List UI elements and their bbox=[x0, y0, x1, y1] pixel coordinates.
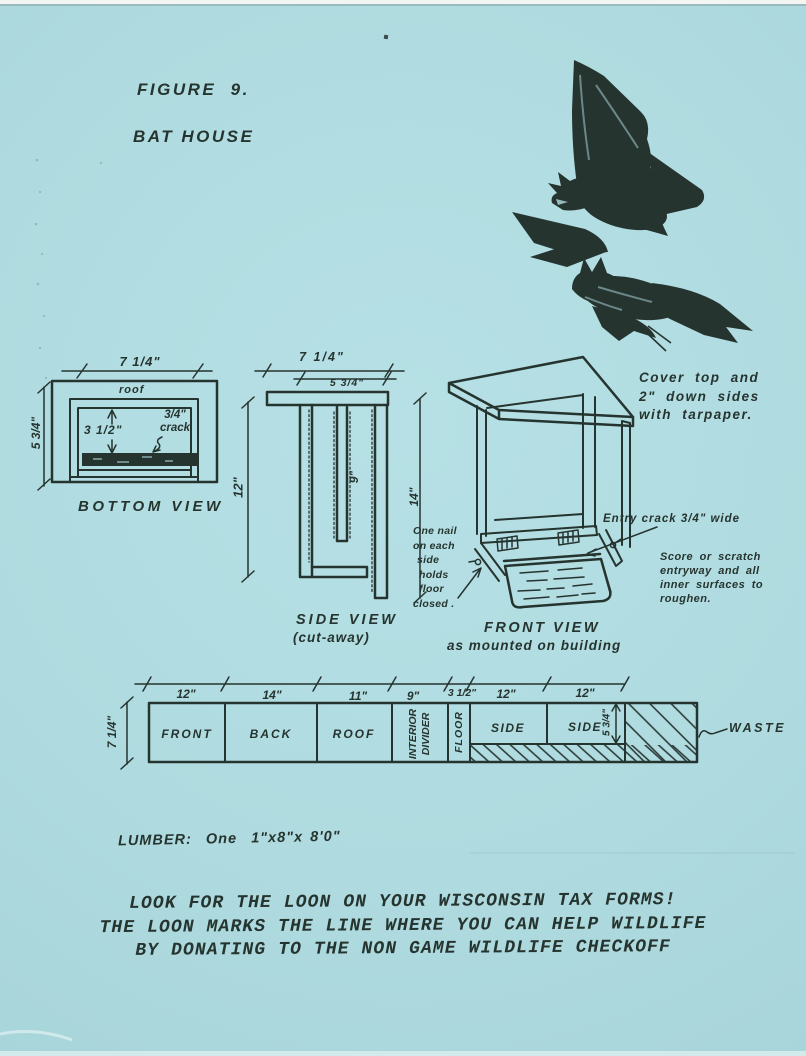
crack-note-line1: 3/4" bbox=[164, 409, 186, 421]
crack-note-line2: crack bbox=[159, 422, 191, 434]
cut-dim-divider: 9" bbox=[406, 689, 420, 703]
side-view-inner-width-dim: 5 3/4" bbox=[329, 377, 365, 389]
figure-number: FIGURE 9. bbox=[137, 80, 250, 99]
score-note-line: entryway and all bbox=[660, 565, 760, 577]
front-view-height-dim: 14" bbox=[407, 487, 421, 507]
nail-note-line: on each bbox=[413, 539, 455, 552]
nail-note-line: holds bbox=[419, 568, 449, 581]
cut-dim-floor: 3 1/2" bbox=[447, 687, 477, 699]
cut-label-side1: SIDE bbox=[490, 721, 525, 735]
cut-dim-back: 14" bbox=[262, 688, 282, 702]
nail-note-line: floor bbox=[419, 583, 444, 596]
cut-label-back: BACK bbox=[249, 727, 293, 741]
interior-divider-line: DIVIDER bbox=[420, 712, 432, 756]
front-view-nail-note: One nail on each side holds floor closed… bbox=[413, 524, 457, 612]
score-note-line: roughen. bbox=[660, 593, 712, 605]
waste-label: WASTE bbox=[729, 721, 786, 735]
side-view-sublabel: (cut-away) bbox=[293, 630, 370, 645]
score-note-line: inner surfaces to bbox=[660, 579, 764, 591]
bottom-view-drawing bbox=[37, 363, 219, 491]
side-view-label: SIDE VIEW bbox=[296, 612, 398, 628]
side-view-drawing bbox=[241, 363, 405, 600]
cut-label-side2: SIDE bbox=[567, 720, 602, 734]
tarpaper-note-line: Cover top and bbox=[639, 370, 760, 385]
nail-note-line: side bbox=[417, 554, 440, 567]
bottom-view-gap-dim: 3 1/2" bbox=[84, 423, 123, 437]
entry-crack-note: Entry crack 3/4" wide bbox=[603, 513, 741, 525]
bottom-view-crack-note: 3/4" crack bbox=[151, 409, 199, 435]
cut-label-floor: FLOOR bbox=[453, 711, 465, 753]
front-view-drawing bbox=[413, 355, 658, 609]
tarpaper-note-line: with tarpaper. bbox=[639, 407, 753, 422]
cut-dim-side2: 12" bbox=[575, 686, 595, 700]
cut-label-roof: ROOF bbox=[332, 727, 376, 741]
cut-dim-side1: 12" bbox=[496, 687, 516, 701]
side-view-outer-width-dim: 7 1/4" bbox=[299, 350, 345, 364]
score-note-line: Score or scratch bbox=[660, 551, 761, 563]
side-view-height-dim: 12" bbox=[230, 477, 246, 498]
front-view-label: FRONT VIEW bbox=[484, 620, 601, 636]
tarpaper-note-line: 2" down sides bbox=[639, 388, 760, 404]
cut-board-height-dim: 7 1/4" bbox=[105, 715, 119, 749]
bottom-view-roof-label: roof bbox=[119, 384, 145, 396]
cut-label-front: FRONT bbox=[161, 727, 213, 741]
tarpaper-note: Cover top and 2" down sides with tarpape… bbox=[639, 369, 760, 425]
nail-note-line: closed . bbox=[413, 597, 455, 610]
score-note: Score or scratch entryway and all inner … bbox=[660, 550, 763, 606]
front-view-sublabel: as mounted on building bbox=[447, 638, 622, 653]
bottom-view-label: BOTTOM VIEW bbox=[78, 498, 224, 515]
interior-divider-line: INTERIOR bbox=[407, 708, 419, 760]
bottom-view-height-dim: 5 3/4" bbox=[29, 416, 43, 450]
figure-title: BAT HOUSE bbox=[133, 127, 255, 146]
footer-text: LOOK FOR THE LOON ON YOUR WISCONSIN TAX … bbox=[0, 888, 806, 964]
side-view-divider-dim: 9" bbox=[347, 470, 361, 484]
nail-note-line: One nail bbox=[413, 525, 457, 537]
cut-dim-front: 12" bbox=[176, 687, 196, 701]
cutting-diagram-drawing bbox=[120, 676, 728, 770]
bottom-view-width-dim: 7 1/4" bbox=[119, 354, 161, 369]
cut-side-height-dim: 5 3/4" bbox=[601, 709, 613, 736]
bat-illustration bbox=[512, 60, 753, 352]
cut-label-interior-divider: INTERIOR DIVIDER bbox=[407, 694, 433, 774]
cut-dim-roof: 11" bbox=[348, 689, 368, 703]
